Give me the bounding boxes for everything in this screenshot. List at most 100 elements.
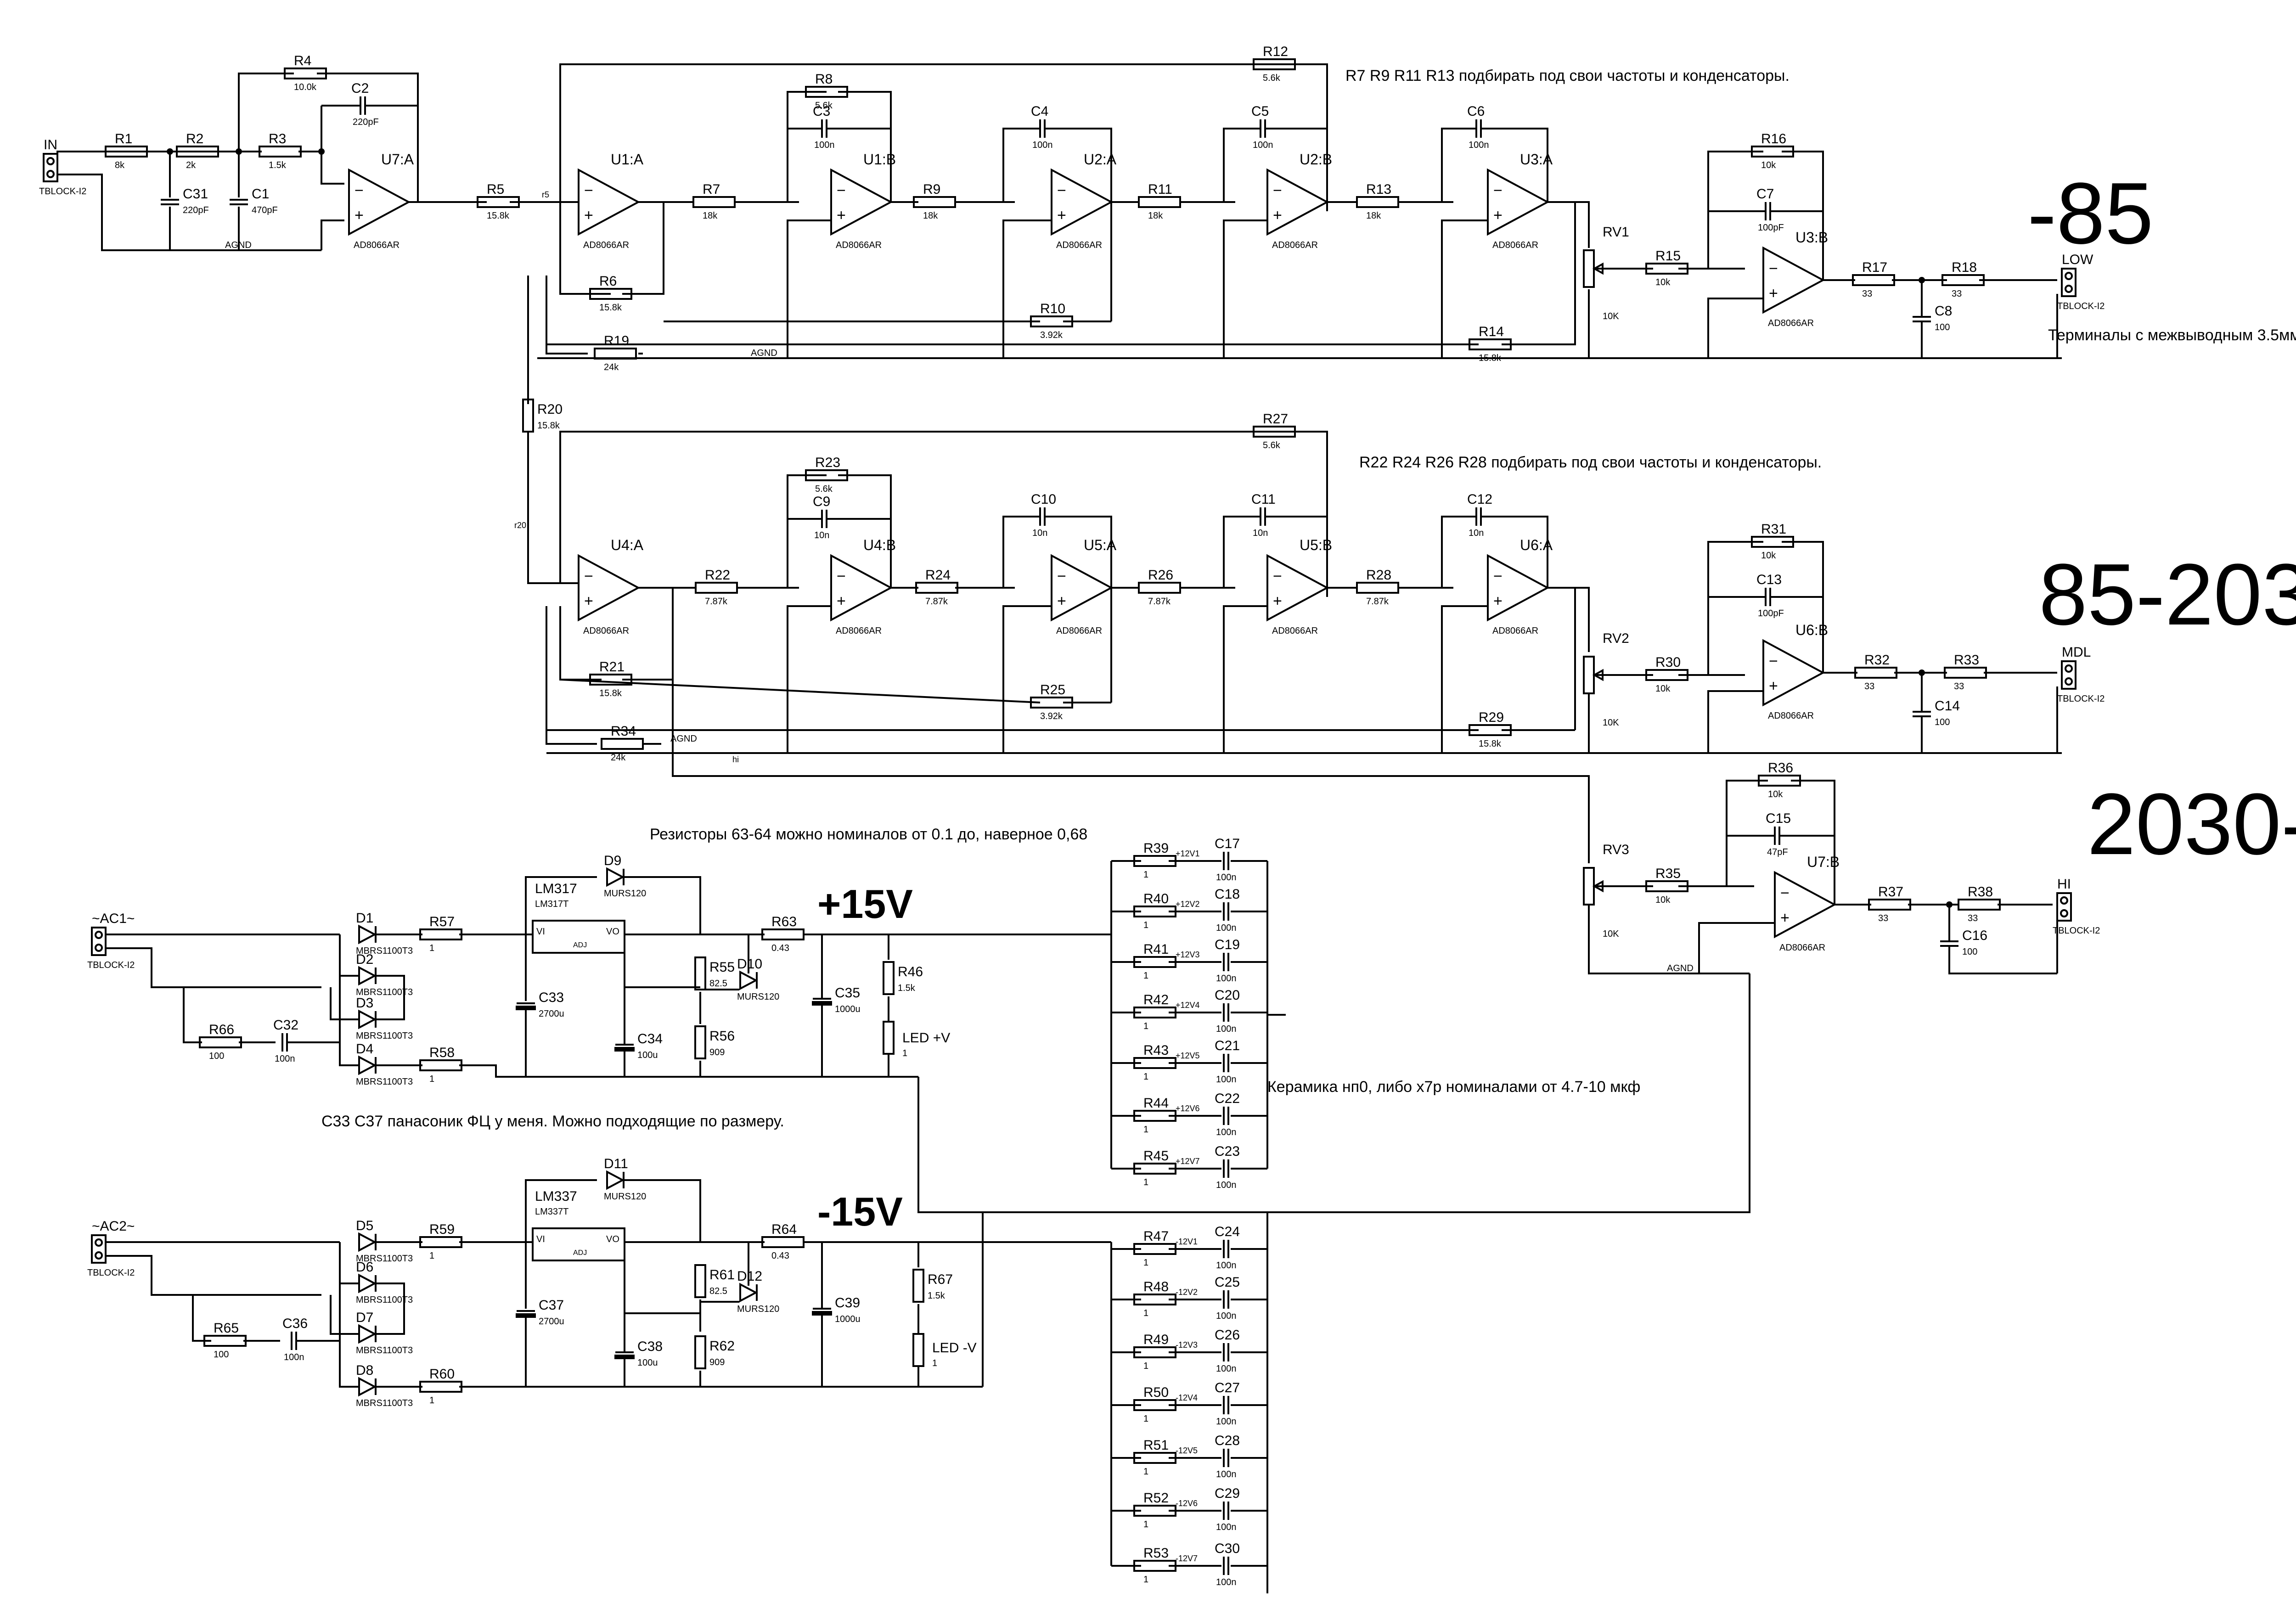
opamp-body (1266, 554, 1329, 622)
opamp-part: AD8066AR (836, 626, 882, 636)
resistor-value: 1.5k (898, 983, 916, 993)
wire (1441, 605, 1488, 753)
wire (787, 219, 831, 358)
resistor-body (1356, 582, 1399, 594)
wire (106, 947, 321, 988)
diode-value: MURS120 (604, 1192, 646, 1202)
resistor-body (105, 146, 148, 158)
diode-ref: D8 (356, 1363, 373, 1378)
resistor-ref: R1 (115, 131, 132, 146)
resistor-value: 1 (1143, 1575, 1148, 1585)
diode-value: MURS120 (737, 1304, 779, 1314)
resistor-value: 100 (209, 1051, 224, 1061)
opamp-ref: U2:A (1084, 151, 1117, 168)
resistor-body (913, 196, 956, 208)
net-label-rail: +12V2 (1176, 900, 1200, 909)
wire (1441, 128, 1476, 202)
opamp-pin-plus: + (837, 592, 846, 610)
wire (377, 1282, 405, 1335)
capacitor-plate (614, 1047, 635, 1052)
capacitor-ref: C12 (1467, 492, 1492, 507)
resistor-value: 33 (1864, 681, 1874, 692)
wire (1782, 541, 1824, 673)
resistor-body (1868, 899, 1911, 911)
capacitor-value: 100n (1216, 1364, 1237, 1374)
resistor-body (1133, 1560, 1176, 1572)
opamp-ref: U4:A (611, 537, 644, 553)
wire (672, 588, 1590, 863)
wire (2056, 294, 2062, 359)
opamp-body (1762, 639, 1825, 707)
capacitor-value: 100n (275, 1054, 295, 1064)
resistor-ref: R64 (771, 1222, 797, 1237)
resistor-ref: R42 (1143, 992, 1169, 1007)
resistor-body (477, 196, 520, 208)
resistor-ref: R50 (1143, 1385, 1169, 1400)
resistor-value: 1 (1143, 1072, 1148, 1082)
resistor-value: 1 (429, 943, 434, 953)
connector-part: TBLOCK-I2 (87, 960, 135, 970)
resistor-value: 15.8k (599, 688, 622, 698)
resistor-ref: R8 (815, 72, 833, 87)
opamp-pin-plus: + (1769, 285, 1778, 302)
capacitor-ref: C21 (1215, 1038, 1240, 1053)
resistor-body (694, 956, 706, 990)
resistor-value: 33 (1952, 289, 1962, 299)
resistor-value: 15.8k (1479, 739, 1502, 749)
connector-pin (46, 170, 55, 178)
diode-body (358, 966, 377, 986)
resistor-value: 1 (429, 1251, 434, 1261)
capacitor-value: 100n (1216, 1522, 1237, 1532)
capacitor-ref: C27 (1215, 1380, 1240, 1395)
wire (1707, 541, 1763, 675)
junction-dot (1919, 669, 1925, 676)
opamp-part: AD8066AR (1272, 240, 1318, 250)
resistor-ref: R57 (429, 914, 455, 929)
wire (838, 474, 892, 519)
resistor-ref: R5 (487, 182, 504, 197)
wire (321, 219, 344, 250)
resistor-body (694, 1025, 706, 1059)
resistor-body (805, 86, 848, 98)
resistor-body (1133, 1452, 1176, 1464)
wire (1707, 151, 1763, 269)
wire (339, 1242, 358, 1388)
resistor-ref: R51 (1143, 1438, 1169, 1453)
resistor-value: 1 (1143, 870, 1148, 880)
diode-ref: D2 (356, 952, 373, 967)
wire (525, 1179, 597, 1242)
capacitor-value: 100n (1216, 1260, 1237, 1271)
resistor-ref: R65 (214, 1321, 239, 1336)
opamp-pin-plus: + (1493, 207, 1503, 224)
opamp-body (348, 168, 411, 236)
resistor-value: 5.6k (815, 484, 833, 494)
wire (1441, 516, 1476, 588)
connector-part: TBLOCK-I2 (2053, 926, 2100, 936)
wire (1002, 605, 1052, 753)
resistor-ref: R13 (1366, 182, 1391, 197)
net-label-rail: -12V5 (1176, 1446, 1198, 1455)
net-label-rail: -12V3 (1176, 1340, 1198, 1350)
resistor-body (203, 1335, 247, 1347)
opamp-pin-minus: − (1769, 652, 1778, 670)
resistor-value: 10k (1768, 789, 1783, 799)
resistor-body (695, 582, 738, 594)
resistor-body (761, 928, 805, 940)
opamp-part: AD8066AR (1056, 240, 1102, 250)
capacitor-ref: C2 (351, 81, 369, 96)
opamp-pin-minus: − (1493, 182, 1503, 199)
opamp-part: AD8066AR (354, 240, 400, 250)
diode-body (358, 1232, 377, 1252)
resistor-value: 909 (709, 1047, 725, 1058)
resistor-body (761, 1236, 805, 1248)
resistor-body (1133, 1163, 1176, 1175)
capacitor-value: 1000u (835, 1314, 861, 1324)
opamp-ref: U3:B (1795, 229, 1828, 246)
opamp-ref: U1:A (611, 151, 644, 168)
capacitor-value: 1000u (835, 1004, 861, 1014)
resistor-ref: R15 (1655, 248, 1681, 264)
potentiometer-ref: RV1 (1603, 225, 1629, 240)
capacitor-ref: C15 (1766, 811, 1791, 826)
diode-ref: D3 (356, 996, 373, 1011)
capacitor-ref: C3 (813, 104, 830, 119)
